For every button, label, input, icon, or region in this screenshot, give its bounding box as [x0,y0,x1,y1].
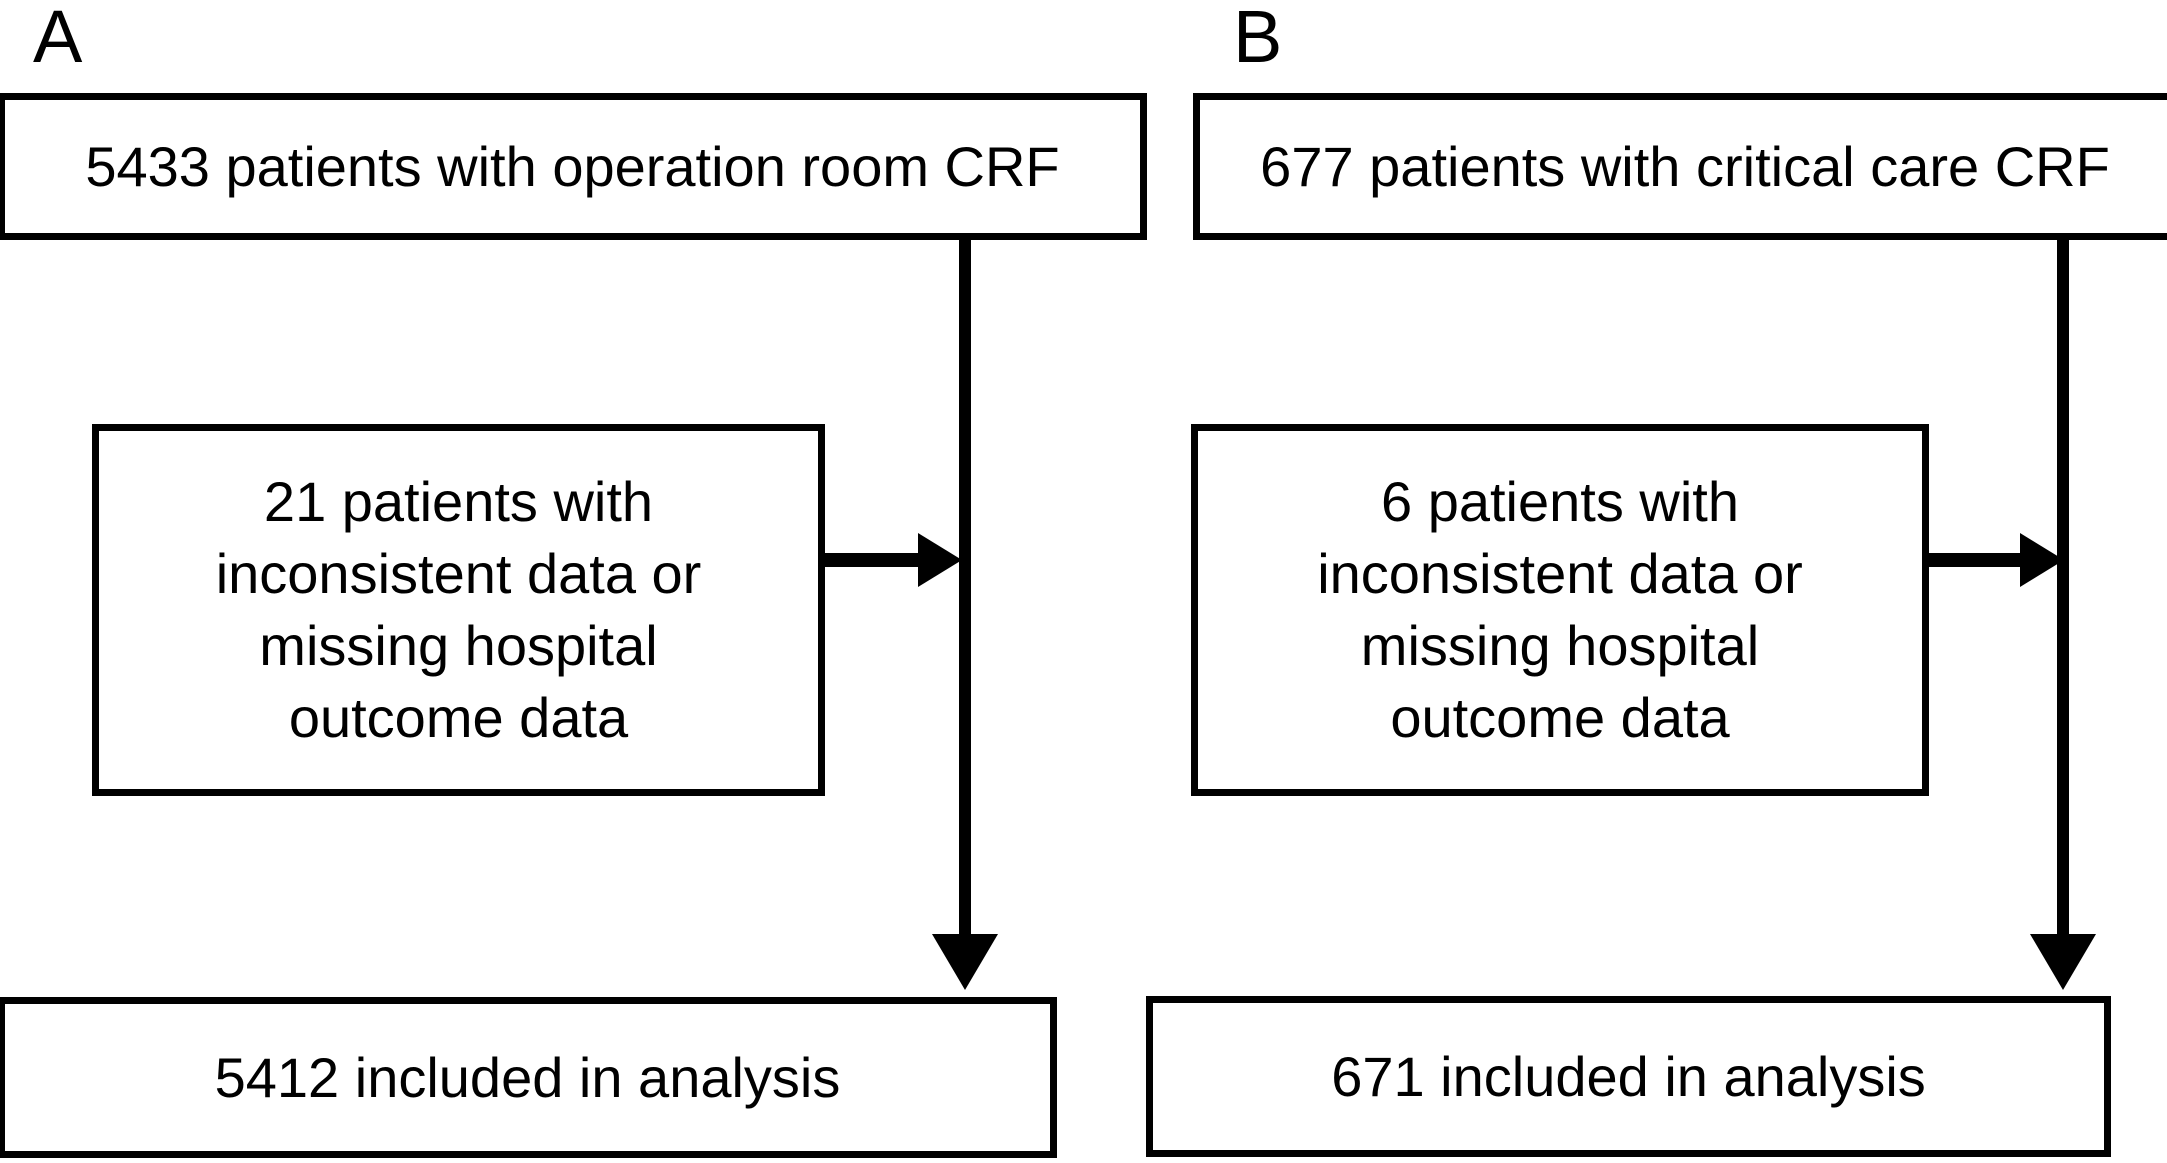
panel-a-source-text: 5433 patients with operation room CRF [85,134,1060,198]
panel-a-exclusion-arrow-line [820,553,922,567]
panel-a-exclusion-line-3: missing hospital [259,614,658,677]
panel-b-source-text: 677 patients with critical care CRF [1260,134,2110,198]
panel-b-exclusion-line-4: outcome data [1390,686,1730,749]
panel-a-exclusion-text: 21 patients with inconsistent data or mi… [216,466,702,754]
panel-b-result-box: 671 included in analysis [1146,996,2111,1157]
panel-b-source-box: 677 patients with critical care CRF [1193,93,2167,240]
panel-a-exclusion-line-2: inconsistent data or [215,542,702,605]
panel-a-result-text: 5412 included in analysis [214,1045,841,1109]
panel-a-exclusion-arrowhead-icon [918,533,962,587]
panel-a-label: A [33,0,83,78]
panel-b-label: B [1233,0,1283,78]
panel-b-result-text: 671 included in analysis [1331,1044,1926,1108]
panel-b-exclusion-line-2: inconsistent data or [1317,542,1803,605]
panel-a-exclusion-box: 21 patients with inconsistent data or mi… [92,424,825,796]
panel-b-exclusion-arrow-line [1925,553,2025,567]
panel-a-down-arrowhead-icon [932,934,998,990]
panel-a-exclusion-line-1: 21 patients with [263,470,654,533]
panel-a-result-box: 5412 included in analysis [0,997,1057,1158]
panel-b-exclusion-arrowhead-icon [2020,533,2064,587]
panel-a-exclusion-line-4: outcome data [288,686,629,749]
panel-b-exclusion-box: 6 patients with inconsistent data or mis… [1191,424,1929,796]
panel-a-source-box: 5433 patients with operation room CRF [0,93,1147,240]
panel-a-down-arrow-line [959,235,971,937]
panel-b-exclusion-line-3: missing hospital [1360,614,1760,677]
panel-b-exclusion-text: 6 patients with inconsistent data or mis… [1317,466,1803,754]
panel-b-down-arrowhead-icon [2030,934,2096,990]
panel-b-exclusion-line-1: 6 patients with [1381,470,1739,533]
